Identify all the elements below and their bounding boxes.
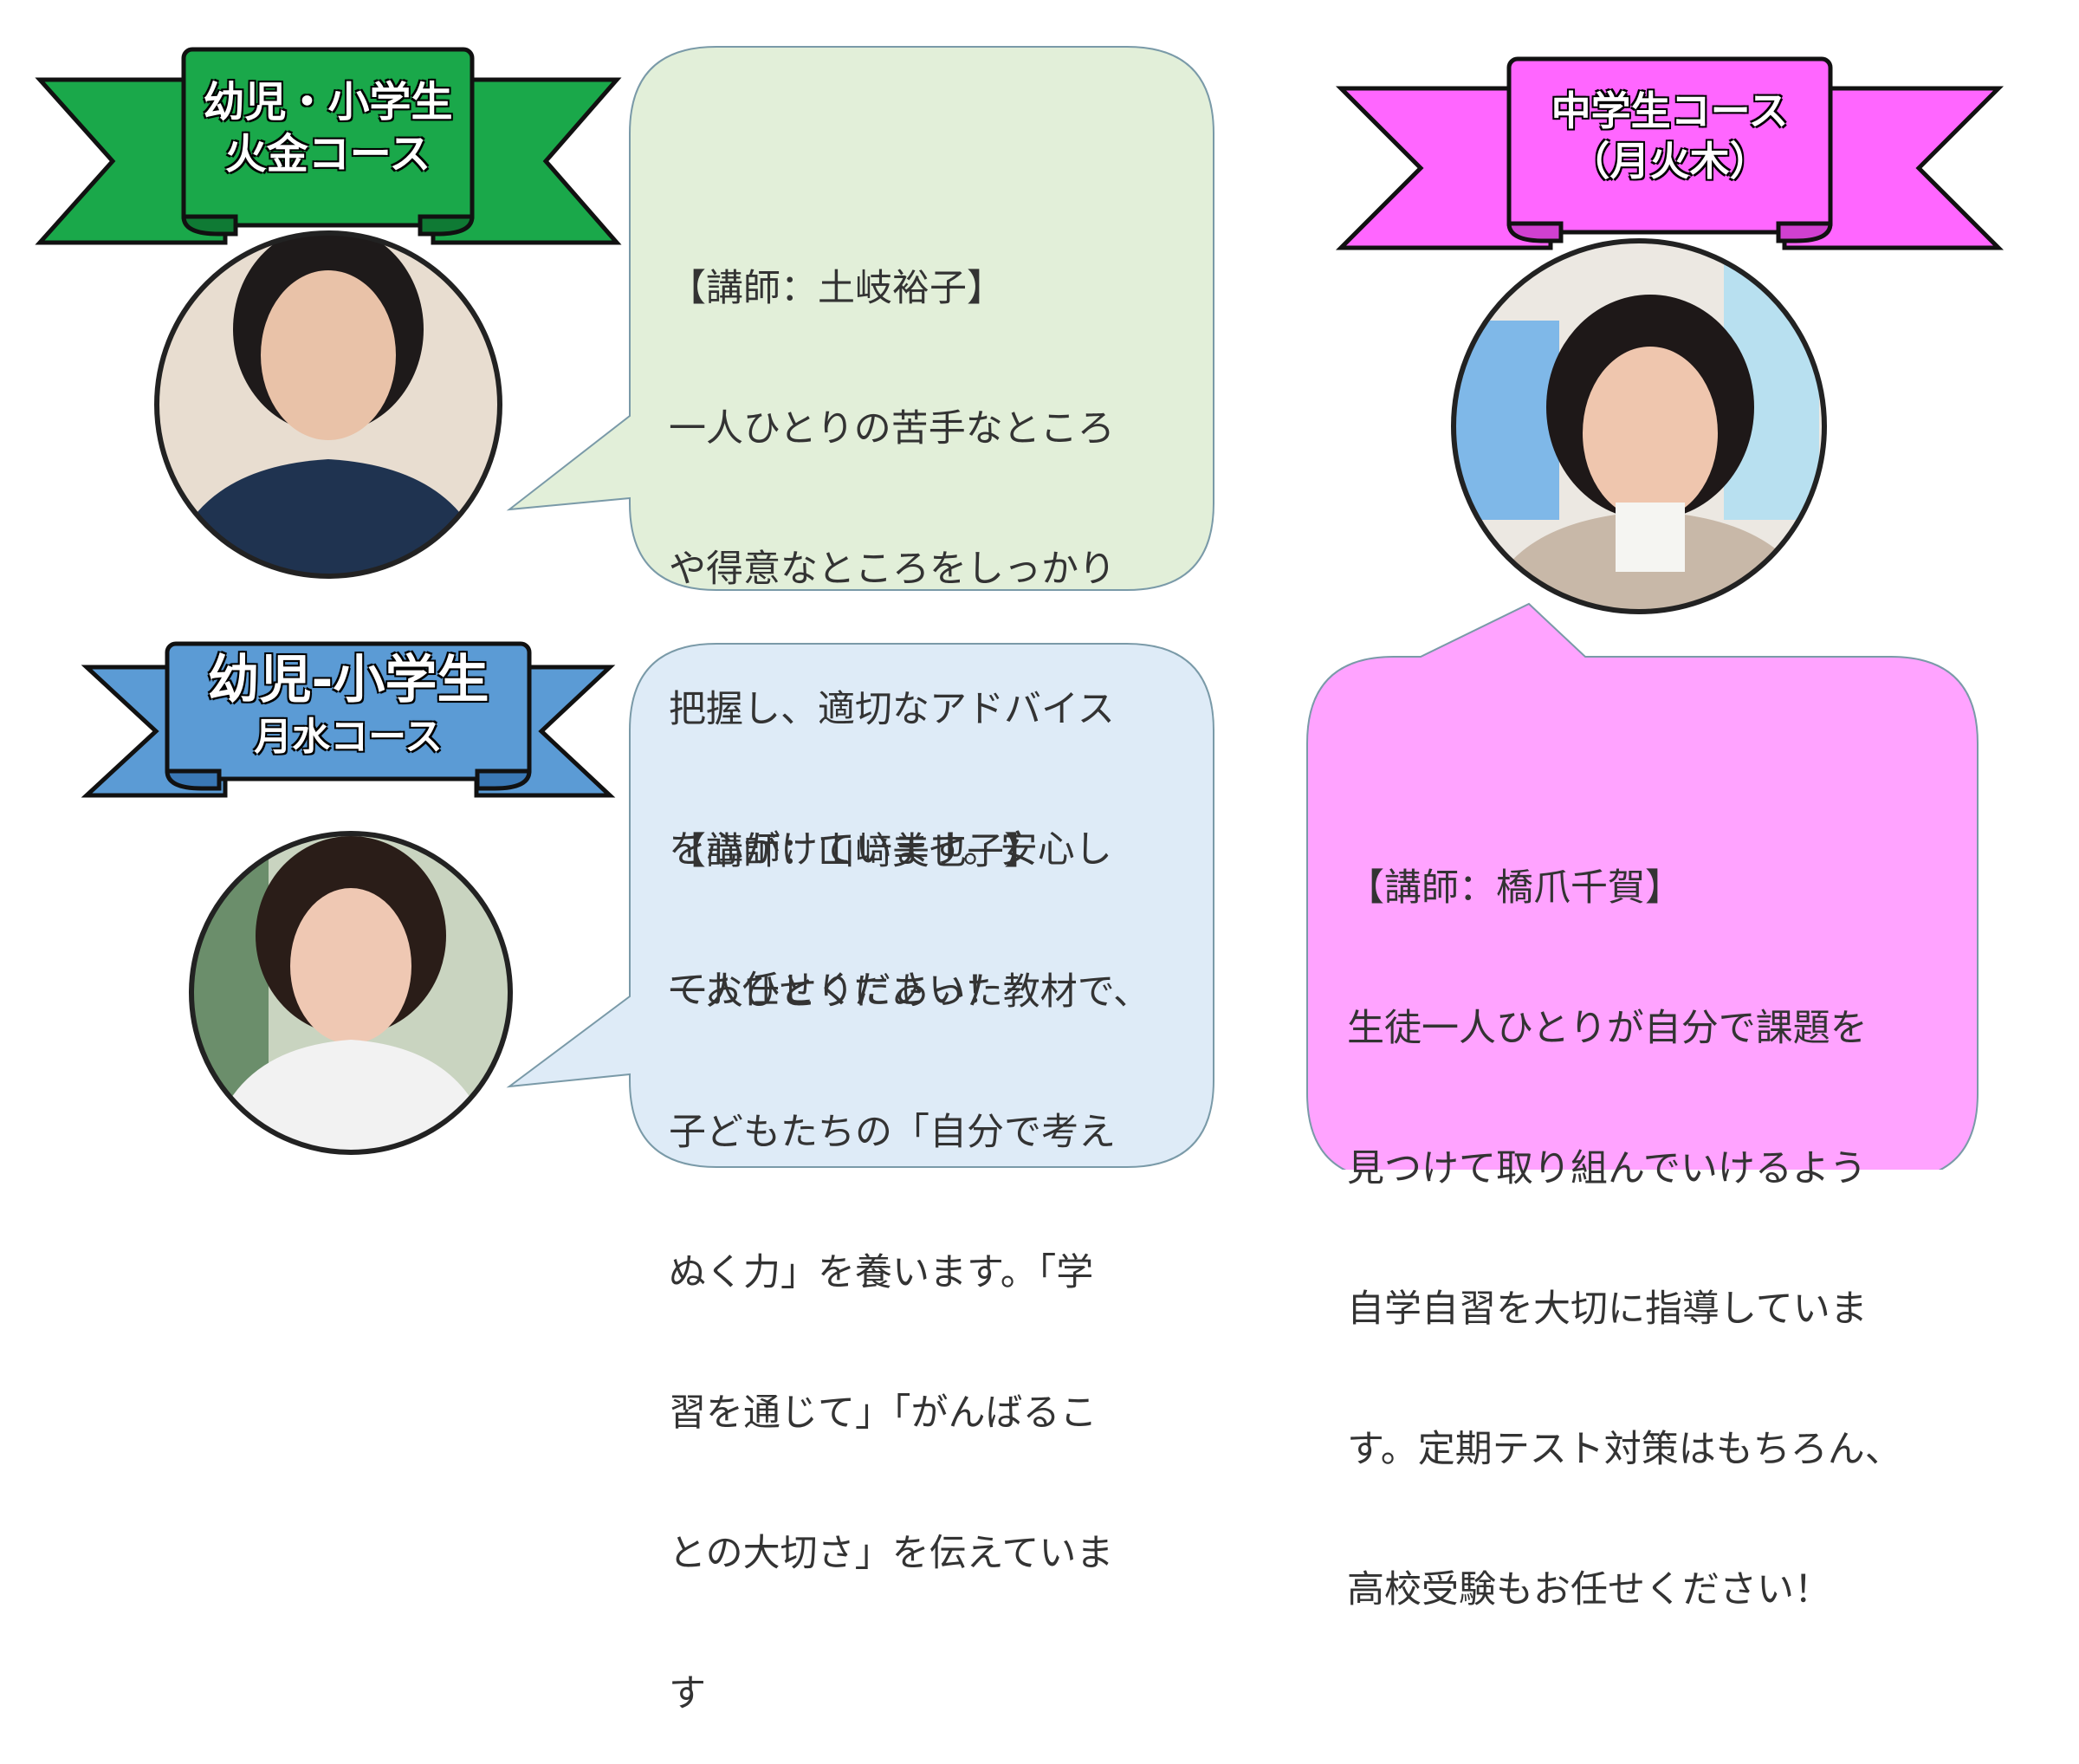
course-name: 幼児-小学生 [207, 650, 489, 710]
teacher-message-2: 【講師：山﨑美也子】 一人ひとりにあった教材で、 子どもたちの「自分で考え ぬく… [669, 735, 1150, 1764]
message-line: 把握し、適切なアドバイス [669, 688, 1115, 731]
message-line: 生徒一人ひとりが自分で課題を [1347, 1007, 1868, 1050]
message-line: 高校受験もお任せください！ [1347, 1568, 1831, 1612]
course-ribbon-label-3: 中学生コース （月火木） [1509, 87, 1830, 186]
speech-bubble-green [506, 46, 1214, 591]
course-days: 火金コース [224, 130, 431, 178]
course-ribbon-label-1: 幼児・小学生 火金コース [184, 76, 472, 180]
message-line: 子どもたちの「自分で考え [669, 1111, 1116, 1154]
teacher-photo-1 [157, 233, 500, 576]
ribbon-blue [81, 641, 616, 798]
course-days: 月水コース [254, 715, 443, 759]
message-line: 自学自習を大切に指導していま [1347, 1287, 1868, 1331]
teacher-name: 【講師：橋爪千賀】 [1347, 866, 1682, 910]
course-days: （月火木） [1570, 137, 1770, 185]
speech-bubble-blue [506, 643, 1214, 1168]
course-ribbon-label-2: 幼児-小学生 月水コース [167, 648, 529, 761]
message-line: 見つけて取り組んでいけるよう [1347, 1147, 1867, 1190]
message-line: や得意なところをしっかり [669, 548, 1116, 591]
teacher-name: 【講師：山﨑美也子】 [669, 830, 1041, 873]
course-name: 幼児・小学生 [203, 78, 453, 126]
ribbon-pink [1335, 56, 2005, 250]
message-line: との大切さ」を伝えていま [669, 1532, 1114, 1575]
teacher-photo-3 [1454, 241, 1824, 612]
message-line: てお任せください！ [669, 969, 1003, 1012]
course-name: 中学生コース [1551, 88, 1789, 134]
message-line: す [669, 1672, 706, 1715]
teacher-message-3: 【講師：橋爪千賀】 生徒一人ひとりが自分で課題を 見つけて取り組んでいけるよう … [1347, 771, 1902, 1660]
message-line: 一人ひとりにあった教材で、 [669, 970, 1150, 1014]
message-line: を心がけています。安心し [669, 828, 1112, 872]
message-line: す。定期テスト対策はもちろん、 [1347, 1428, 1902, 1471]
message-line: 一人ひとりの苦手なところ [669, 407, 1115, 451]
message-line: ぬく力」を養います。「学 [669, 1251, 1094, 1294]
message-line: 習を通じて」「がんばるこ [669, 1391, 1098, 1435]
teacher-message-1: 【講師：土岐裕子】 一人ひとりの苦手なところ や得意なところをしっかり 把握し、… [669, 172, 1116, 1060]
background-graphics [35, 46, 2005, 1170]
ribbon-green [35, 47, 622, 245]
teacher-name: 【講師：土岐裕子】 [669, 267, 1004, 310]
speech-bubble-pink [1306, 602, 1979, 1170]
